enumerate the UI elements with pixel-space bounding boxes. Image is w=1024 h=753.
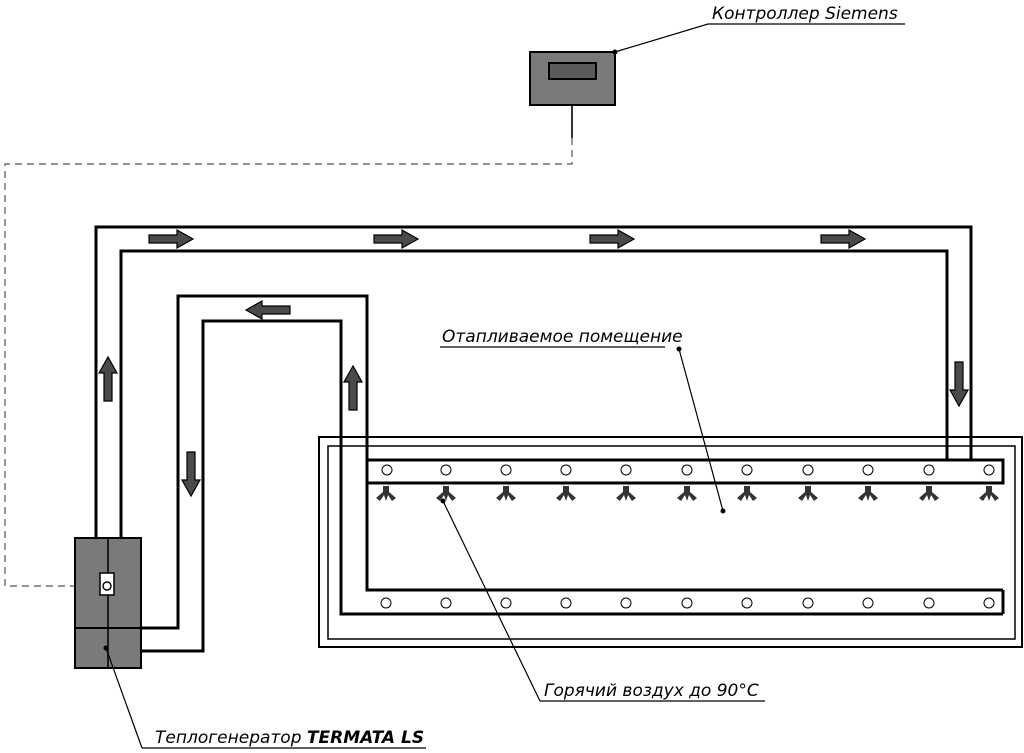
supply-duct-outer — [94, 225, 973, 538]
circle-icon — [983, 464, 995, 476]
arrow-icon — [373, 228, 420, 250]
circle-icon — [802, 464, 814, 476]
arrow-icon — [342, 364, 364, 411]
nozzle-icon — [858, 486, 878, 501]
generator-label-prefix: Теплогенератор — [155, 728, 307, 748]
hot-air-label: Горячий воздух до 90°C — [544, 681, 759, 701]
heat-generator — [74, 537, 142, 669]
circle-icon — [983, 597, 995, 609]
circle-icon — [802, 597, 814, 609]
controller-label: Контроллер Siemens — [712, 4, 898, 24]
arrow-icon — [244, 299, 291, 321]
circle-icon — [620, 597, 632, 609]
nozzle-icon — [436, 486, 456, 501]
nozzle-icon — [798, 486, 818, 501]
circle-icon — [741, 597, 753, 609]
return-duct-openings — [380, 597, 995, 609]
airflow-arrows — [97, 228, 970, 498]
circle-icon — [741, 464, 753, 476]
circle-icon — [923, 464, 935, 476]
control-signal-line — [4, 138, 573, 587]
nozzle-icon — [919, 486, 939, 501]
nozzle-icon — [737, 486, 757, 501]
arrow-icon — [948, 361, 970, 408]
nozzle-icon — [979, 486, 999, 501]
generator-model: TERMATA LS — [307, 728, 424, 748]
generator-control-panel — [99, 572, 115, 596]
circle-icon — [620, 464, 632, 476]
supply-duct-openings — [381, 464, 995, 476]
generator-label: Теплогенератор TERMATA LS — [155, 728, 424, 748]
air-nozzles — [376, 486, 999, 501]
return-duct-outer — [141, 294, 1003, 630]
circle-icon — [381, 464, 393, 476]
circle-icon — [500, 597, 512, 609]
return-duct-inner — [141, 319, 1003, 653]
circle-icon — [681, 597, 693, 609]
leader-lines — [103, 23, 905, 749]
nozzle-icon — [616, 486, 636, 501]
circle-icon — [862, 597, 874, 609]
arrow-icon — [820, 228, 867, 250]
circle-icon — [500, 464, 512, 476]
heated-room — [318, 436, 1023, 648]
circle-icon — [440, 464, 452, 476]
circle-icon — [560, 597, 572, 609]
circle-icon — [681, 464, 693, 476]
circle-icon — [862, 464, 874, 476]
arrow-icon — [97, 355, 119, 402]
nozzle-icon — [376, 486, 396, 501]
arrow-icon — [180, 451, 202, 498]
arrow-icon — [148, 228, 195, 250]
nozzle-icon — [677, 486, 697, 501]
circle-icon — [560, 464, 572, 476]
supply-duct-inner — [119, 249, 949, 538]
distribution-duct — [365, 458, 1005, 485]
circle-icon — [380, 597, 392, 609]
heated-room-label: Отапливаемое помещение — [442, 327, 683, 347]
siemens-controller — [529, 51, 616, 106]
arrow-icon — [589, 228, 636, 250]
circle-icon — [440, 597, 452, 609]
circle-icon — [923, 597, 935, 609]
nozzle-icon — [556, 486, 576, 501]
nozzle-icon — [496, 486, 516, 501]
